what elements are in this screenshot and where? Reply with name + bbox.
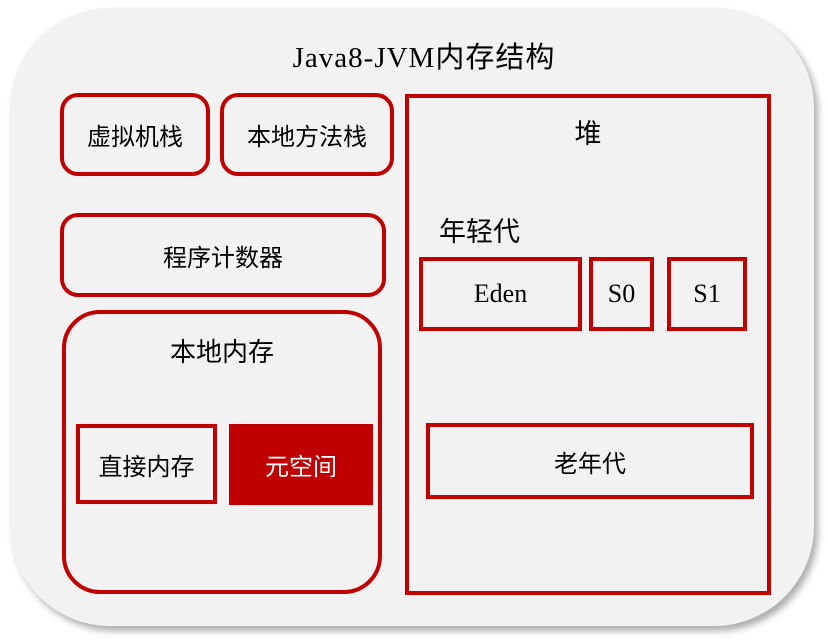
box-metaspace-label: 元空间 [265, 455, 337, 481]
box-direct-memory-label: 直接内存 [98, 454, 195, 481]
box-native-method-stack-label: 本地方法栈 [247, 125, 367, 151]
box-program-counter-label: 程序计数器 [163, 245, 283, 272]
native-memory-label: 本地内存 [169, 338, 274, 367]
box-native-memory: 本地内存 直接内存 元空间 [62, 310, 382, 594]
box-eden: Eden [419, 257, 582, 331]
box-s1: S1 [667, 257, 747, 331]
young-gen-label: 年轻代 [439, 217, 520, 247]
box-s1-label: S1 [693, 279, 721, 308]
box-metaspace: 元空间 [229, 424, 373, 505]
box-heap: 堆 年轻代 Eden S0 S1 老年代 [405, 94, 771, 595]
heap-label: 堆 [574, 119, 602, 149]
box-eden-label: Eden [473, 279, 528, 308]
box-old-gen: 老年代 [426, 423, 754, 499]
diagram-panel: Java8-JVM内存结构 虚拟机栈 本地方法栈 程序计数器 本地内存 直接内存… [10, 8, 814, 626]
box-vm-stack-label: 虚拟机栈 [87, 125, 183, 151]
box-direct-memory: 直接内存 [76, 424, 217, 504]
diagram-title: Java8-JVM内存结构 [292, 42, 556, 74]
box-old-gen-label: 老年代 [554, 451, 626, 478]
box-native-method-stack: 本地方法栈 [220, 93, 394, 176]
box-program-counter: 程序计数器 [60, 213, 386, 297]
box-vm-stack: 虚拟机栈 [60, 93, 210, 176]
box-s0: S0 [589, 257, 654, 331]
box-s0-label: S0 [607, 279, 636, 308]
